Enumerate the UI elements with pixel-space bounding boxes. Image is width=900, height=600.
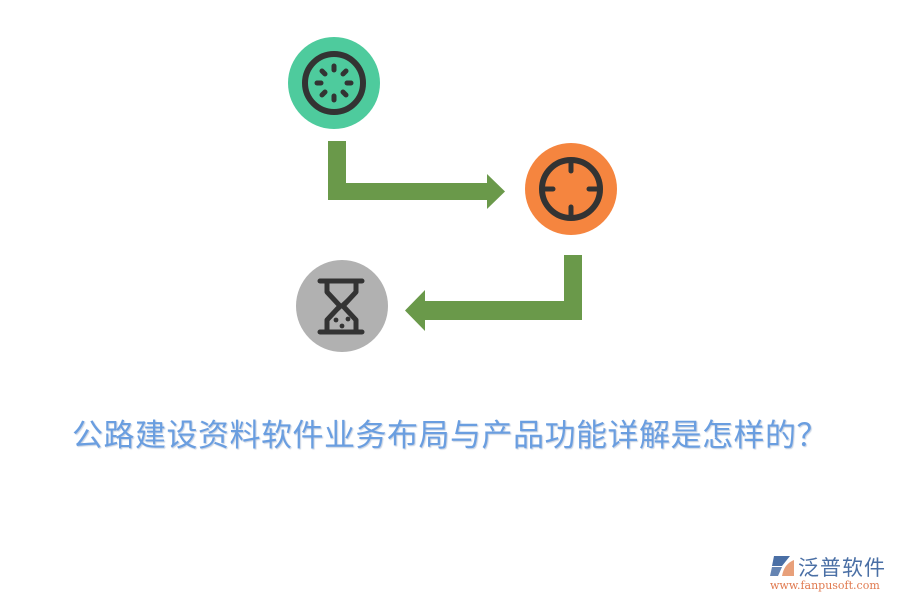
arrow-target-to-wait: [405, 255, 582, 331]
logo-brand-name: 泛普软件: [798, 556, 886, 580]
page-title: 公路建设资料软件业务布局与产品功能详解是怎样的？: [72, 418, 828, 454]
logo-url: www.fanpusoft.com: [770, 579, 880, 592]
node-target: [525, 143, 617, 235]
arrow-start-to-target: [328, 141, 505, 209]
fanpu-logo-icon: [770, 556, 794, 576]
hourglass-icon: [317, 278, 365, 335]
brand-logo: 泛普软件 www.fanpusoft.com: [768, 552, 898, 592]
loading-spinner-icon: [302, 51, 366, 115]
crosshair-target-icon: [539, 157, 603, 221]
flow-diagram: [288, 37, 617, 352]
node-wait: [296, 260, 388, 352]
node-start: [288, 37, 380, 129]
